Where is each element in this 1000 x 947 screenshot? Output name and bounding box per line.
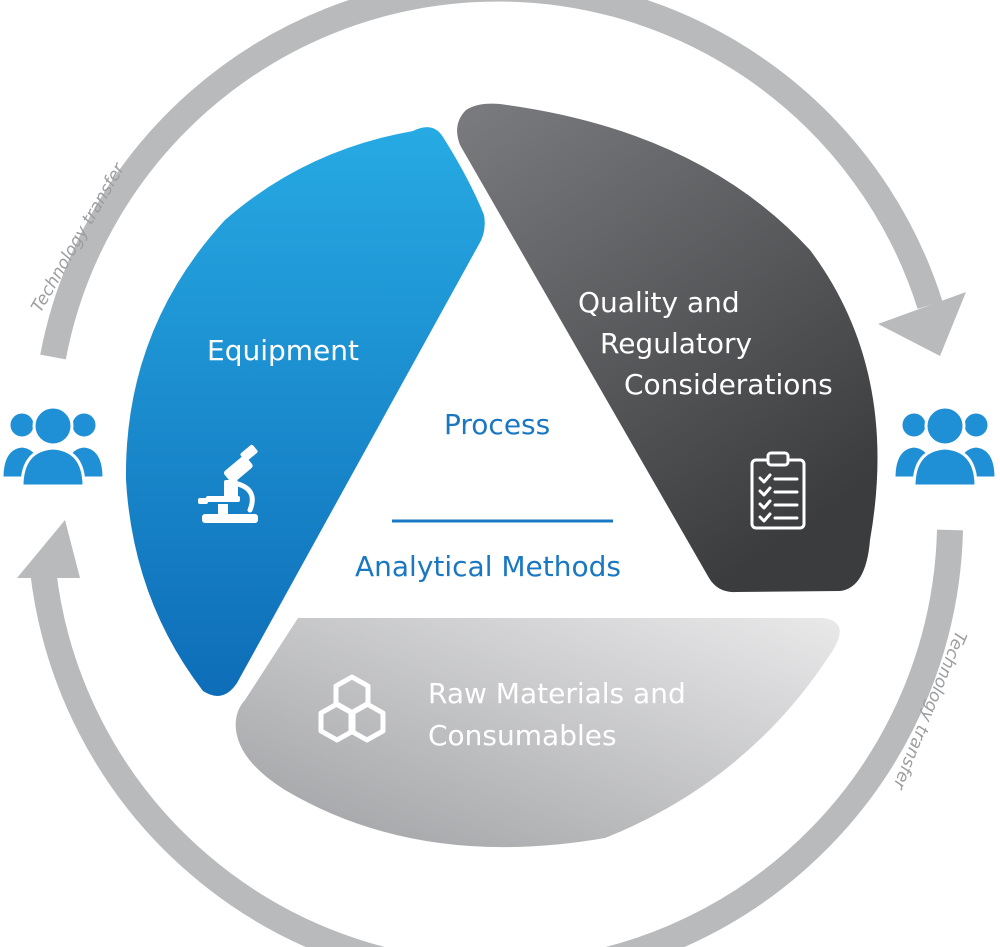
quality-label-line-1: Quality and xyxy=(578,286,740,319)
people-group-icon xyxy=(892,405,998,488)
bottom-cycle-arrow xyxy=(30,529,963,947)
raw-materials-label-line-2: Consumables xyxy=(428,719,617,752)
process-label: Process xyxy=(444,408,551,441)
top-cycle-arrow xyxy=(40,0,943,360)
cycle-arrows xyxy=(30,0,963,947)
quality-label-line-3: Considerations xyxy=(624,368,833,401)
quality-label-line-2: Regulatory xyxy=(600,327,753,360)
microscope-icon xyxy=(198,444,258,523)
equipment-label: Equipment xyxy=(207,334,359,367)
quality-segment xyxy=(457,103,878,593)
raw-materials-segment xyxy=(235,618,840,848)
bottom-arrow-head xyxy=(17,520,80,578)
equipment-segment xyxy=(125,127,485,696)
people-group-icon xyxy=(0,405,106,488)
hexagon-molecule-icon xyxy=(318,674,386,743)
analytical-methods-label: Analytical Methods xyxy=(355,550,621,583)
clipboard-checklist-icon xyxy=(750,451,806,530)
top-arrow-head xyxy=(878,292,966,356)
raw-materials-label-line-1: Raw Materials and xyxy=(428,677,686,710)
